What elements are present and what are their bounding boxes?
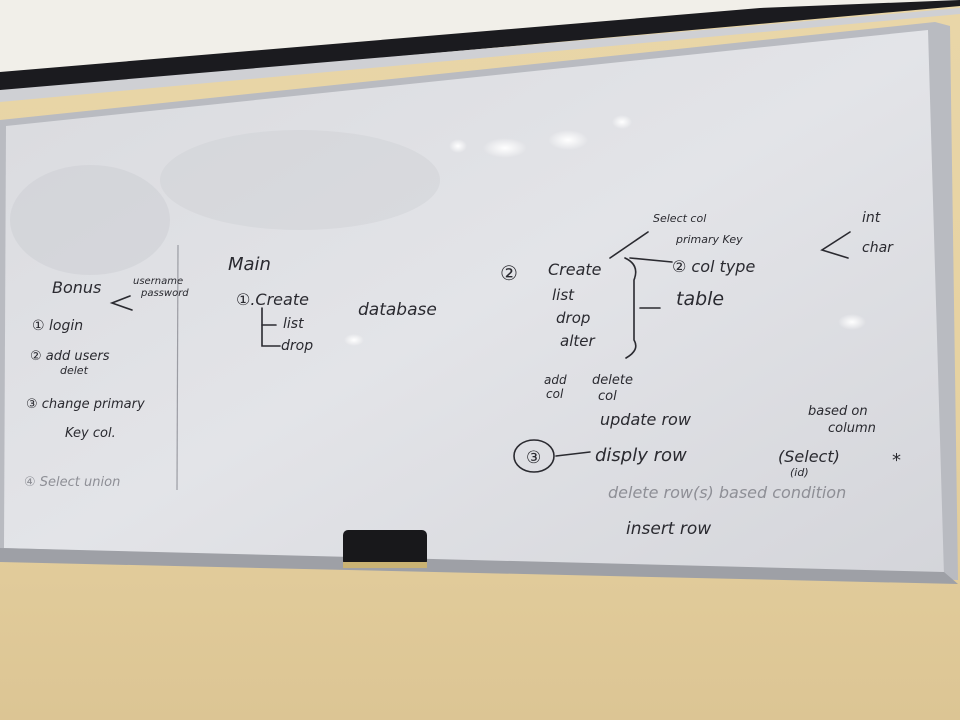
main-notes: Main ①.Create list drop database <box>228 254 437 354</box>
bonus-title: Bonus <box>52 278 101 297</box>
bonus-login: ① login <box>32 318 83 334</box>
table-create: Create <box>548 260 602 279</box>
table-select-col: Select col <box>653 212 706 225</box>
table-num: ② <box>500 261 518 285</box>
table-drop: drop <box>556 309 590 327</box>
main-drop: drop <box>281 338 313 354</box>
arrow-icon-2 <box>609 231 649 259</box>
table-col-type: ② col type <box>672 257 755 276</box>
row-update: update row <box>600 410 692 429</box>
projector-screen <box>0 0 960 102</box>
main-list: list <box>283 316 304 332</box>
table-word: table <box>676 288 724 310</box>
arrow-icon-3 <box>820 231 851 259</box>
row-insert: insert row <box>626 519 711 539</box>
row-delete: delete row(s) based condition <box>608 483 846 502</box>
row-column: column <box>828 421 876 436</box>
row-notes: ③ update row based on column disply row … <box>513 404 901 539</box>
credential-password: password <box>140 288 189 299</box>
brace-icon <box>624 257 637 359</box>
row-num: ③ <box>526 448 541 468</box>
row-based-on: based on <box>808 404 868 419</box>
row-display: disply row <box>595 445 687 466</box>
bracket-icon <box>261 307 281 347</box>
table-delete: delete <box>592 373 633 388</box>
table-int: int <box>862 210 881 226</box>
credential-username: username <box>133 276 183 287</box>
bonus-add-users: ② add users <box>30 349 110 364</box>
divider-line <box>176 244 179 491</box>
arrow-icon <box>109 295 133 311</box>
whiteboard <box>0 22 958 584</box>
table-delete-col: col <box>598 389 617 404</box>
row-id: (id) <box>790 466 809 479</box>
table-list: list <box>552 286 575 304</box>
bonus-change-primary: ③ change primary <box>26 397 145 412</box>
table-add-col: col <box>546 387 564 401</box>
eraser <box>343 530 427 568</box>
table-alter: alter <box>560 332 595 350</box>
row-select-id: (Select) <box>778 447 840 466</box>
bonus-notes: Bonus username password ① login ② add us… <box>24 276 189 490</box>
table-add: add <box>544 373 567 387</box>
bonus-select-union: ④ Select union <box>24 475 120 490</box>
bonus-key-col: Key col. <box>65 426 116 441</box>
table-primary-key: primary Key <box>675 233 743 246</box>
table-char: char <box>862 240 894 256</box>
table-notes: ② Create list drop alter table Select co… <box>500 210 894 404</box>
row-star: * <box>892 450 901 471</box>
main-database: database <box>358 300 437 320</box>
main-title: Main <box>228 254 271 275</box>
bonus-delete: delet <box>60 364 89 377</box>
main-create: ①.Create <box>236 290 309 309</box>
